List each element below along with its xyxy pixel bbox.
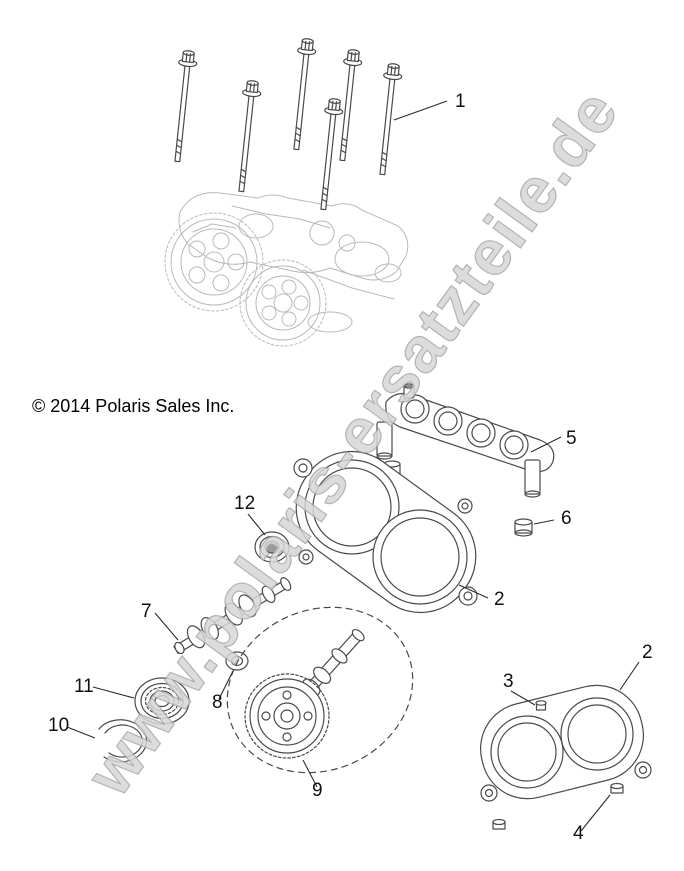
flange-bolt-icon (167, 49, 199, 163)
flange-bolt-icon (372, 62, 404, 176)
plug-part4-right (610, 782, 624, 794)
cam-carrier-front-part2 (479, 684, 652, 830)
callout-6: 6 (561, 508, 572, 529)
callout-4: 4 (573, 823, 584, 844)
flange-bolt-icon (313, 97, 345, 211)
leader-line-4 (580, 794, 611, 832)
leader-line-7 (154, 612, 179, 641)
callout-2b: 2 (642, 642, 653, 663)
callout-7: 7 (141, 601, 152, 622)
cam-carrier-part2 (293, 450, 478, 614)
leader-line-1 (393, 100, 448, 121)
ball-bearing-part11 (134, 677, 190, 725)
camshaft-holder-part5 (376, 383, 555, 498)
leader-line-12 (247, 513, 266, 536)
engine-assembly-ghost-art (164, 192, 409, 347)
callout-1: 1 (455, 91, 466, 112)
snap-ring-part10 (98, 719, 148, 763)
callout-8: 8 (212, 692, 223, 713)
callout-5: 5 (566, 428, 577, 449)
leader-line-8 (218, 670, 234, 700)
cam-sprocket-assembly-part9 (226, 606, 414, 774)
callout-9: 9 (312, 780, 323, 801)
camshaft-part7 (173, 577, 292, 655)
leader-line-9 (302, 759, 318, 788)
leader-line-2b (619, 661, 640, 691)
flange-bolt-icon (286, 37, 318, 151)
leader-line-5 (530, 436, 562, 453)
plug-part4-left (492, 818, 506, 830)
flange-bolt-icon (231, 79, 263, 193)
leader-line-10 (66, 726, 96, 739)
callout-2: 2 (494, 589, 505, 610)
callout-3: 3 (503, 671, 514, 692)
copyright-text: © 2014 Polaris Sales Inc. (32, 396, 234, 416)
leader-line-11 (92, 686, 135, 699)
callout-10: 10 (48, 715, 69, 736)
screw-part3 (535, 700, 547, 711)
spacer-part8 (225, 651, 249, 671)
seal-bearing-part12 (254, 531, 290, 563)
flange-bolts-part1 (167, 37, 404, 211)
callout-11: 11 (74, 676, 94, 697)
callout-12: 12 (234, 493, 255, 514)
leader-line-2 (458, 584, 489, 599)
dowel-pin-part6 (514, 518, 533, 537)
leader-line-3 (510, 690, 536, 706)
leader-line-6 (533, 519, 555, 525)
